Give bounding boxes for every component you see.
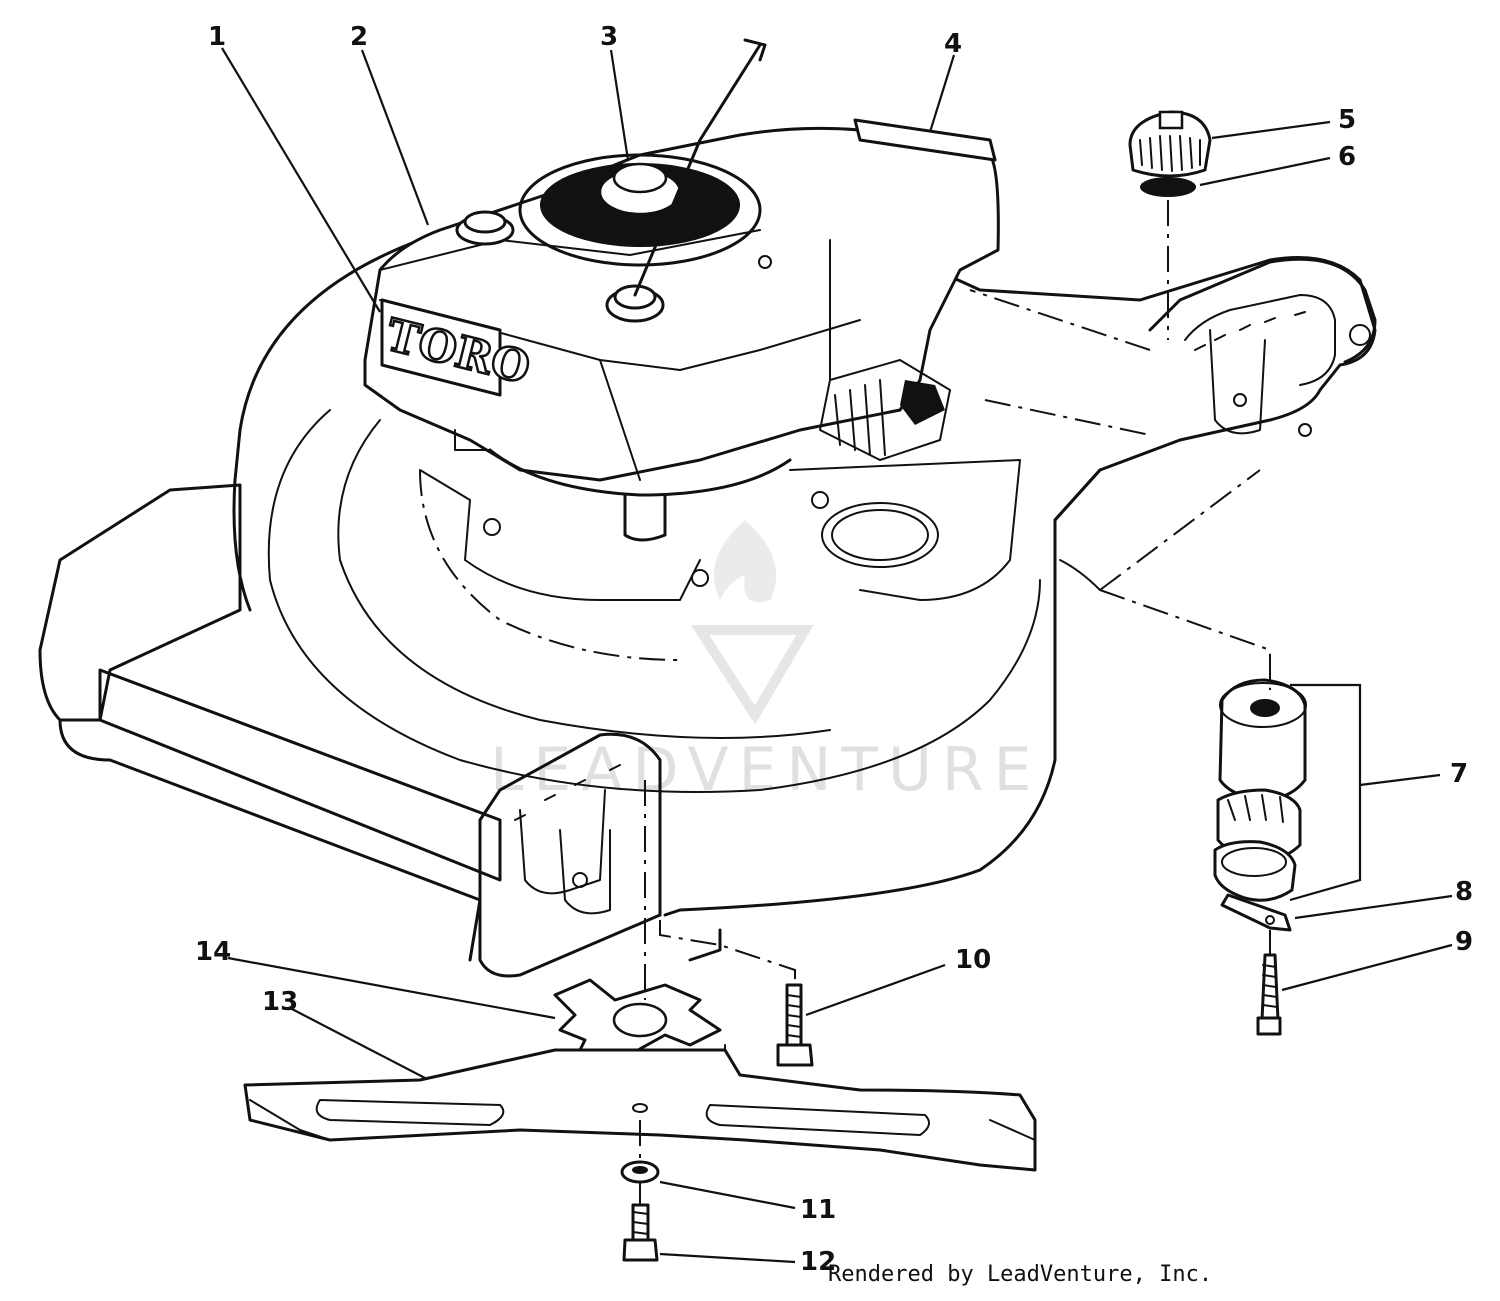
washer <box>620 1160 660 1184</box>
engine-cover-tab <box>853 118 997 162</box>
callout-5: 5 <box>1338 105 1356 135</box>
callout-10: 10 <box>955 945 991 975</box>
air-filter-cap <box>1128 110 1212 178</box>
mower-blade <box>243 1048 1037 1172</box>
leader-lines <box>221 47 1453 1264</box>
callout-4: 4 <box>944 29 962 59</box>
callout-9: 9 <box>1455 927 1473 957</box>
blade-bolt-lower <box>622 1203 659 1262</box>
air-filter-element <box>1140 177 1196 197</box>
callout-2: 2 <box>350 22 368 52</box>
callout-7: 7 <box>1450 759 1468 789</box>
alignment-lines <box>639 200 1271 1205</box>
callout-6: 6 <box>1338 142 1356 172</box>
muffler-bracket <box>1220 893 1292 932</box>
callout-labels: 1 2 3 4 5 6 7 8 9 10 11 12 13 14 <box>195 22 1473 1277</box>
leadventure-watermark: LEADVENTURE <box>490 520 1042 805</box>
callout-14: 14 <box>195 937 231 967</box>
callout-3: 3 <box>600 22 618 52</box>
callout-8: 8 <box>1455 877 1473 907</box>
watermark-text: LEADVENTURE <box>490 735 1042 805</box>
callout-13: 13 <box>262 987 298 1017</box>
callout-12: 12 <box>800 1247 836 1277</box>
callout-11: 11 <box>800 1195 836 1225</box>
muffler-screw <box>1256 953 1282 1036</box>
blade-bolt <box>776 983 814 1067</box>
render-credit: Rendered by LeadVenture, Inc. <box>828 1262 1213 1287</box>
callout-1: 1 <box>208 22 226 52</box>
engine: TORO <box>363 38 1000 542</box>
mower-deck <box>38 187 1377 978</box>
muffler-assembly <box>1213 678 1307 902</box>
